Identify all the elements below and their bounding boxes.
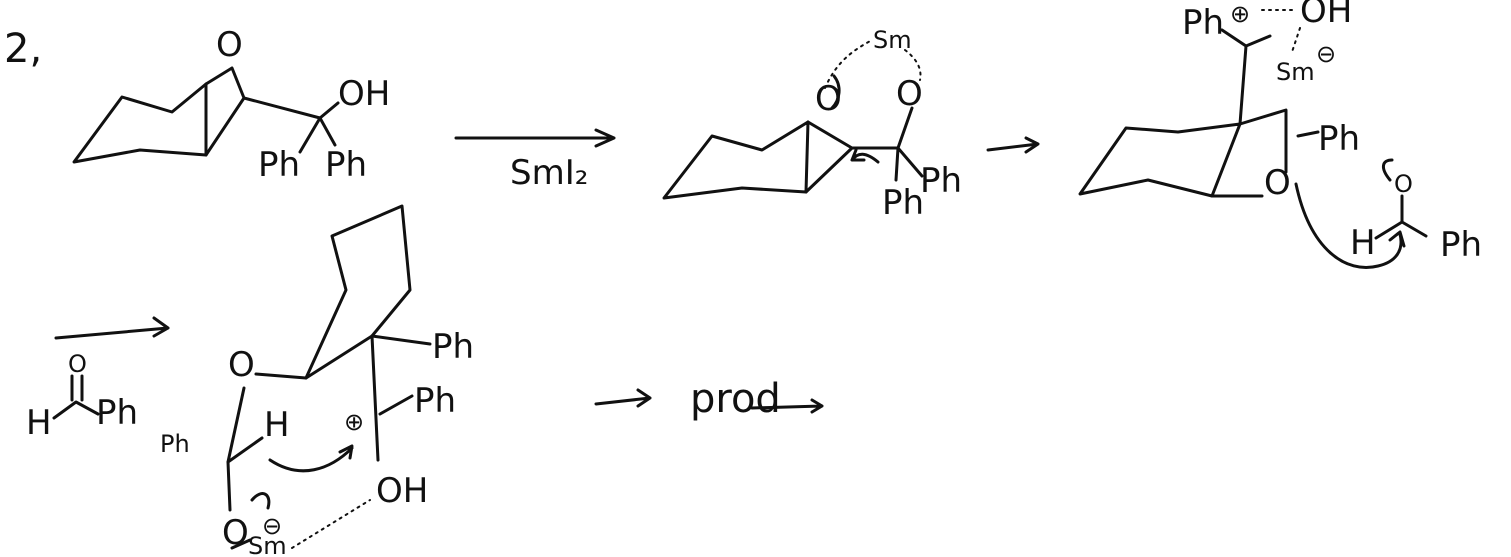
phenyl-label-3: Ph bbox=[1318, 119, 1360, 159]
reaction-arrow-3 bbox=[54, 316, 170, 340]
reaction-arrow-smi2: SmI₂ bbox=[454, 128, 616, 193]
ring-oxygen-label-4: O bbox=[228, 345, 255, 385]
negative-charge-3: ⊖ bbox=[1316, 40, 1336, 68]
o-sm-bond-4 bbox=[230, 538, 252, 550]
migrating-h-label: H bbox=[264, 405, 290, 445]
bonds-to-phenyl-1 bbox=[298, 116, 337, 154]
ring-oxygen-label-3: O bbox=[1264, 163, 1291, 203]
chelate-intermediate: O O Sm Ph Ph bbox=[662, 26, 962, 223]
phenyl-label-3top: Ph bbox=[1182, 3, 1224, 43]
step-number: 2, bbox=[4, 26, 42, 72]
cation-carbon-bonds-3 bbox=[1220, 28, 1272, 126]
aldehyde-bonds-3 bbox=[1374, 194, 1428, 240]
sm-coordination-2 bbox=[824, 39, 922, 89]
epoxide-bonds-1 bbox=[204, 66, 322, 157]
epoxide-oxygen-label: O bbox=[216, 25, 243, 65]
reaction-arrow-4 bbox=[594, 388, 652, 408]
product: prod bbox=[690, 376, 824, 422]
samarium-label-3: Sm bbox=[1276, 58, 1315, 86]
positive-charge-3: ⊕ bbox=[1230, 0, 1250, 28]
cyclohexane-ring-2 bbox=[662, 120, 810, 200]
arrow-line-1 bbox=[454, 128, 616, 148]
bond-to-phenyl-4a bbox=[370, 334, 432, 346]
phenyl-label-3c: Ph bbox=[1440, 225, 1482, 265]
phenyl-label-1b: Ph bbox=[325, 145, 367, 185]
sm-oh-coordination-4 bbox=[291, 499, 371, 549]
oh-sm-coordination-3 bbox=[1261, 9, 1301, 53]
bond-to-alkoxide-2 bbox=[896, 106, 914, 150]
phenyl-label-2b: Ph bbox=[882, 183, 924, 223]
hydroxyl-label-4: OH bbox=[376, 471, 428, 511]
eight-membered-ring bbox=[304, 204, 412, 380]
bond-to-phenyl-4b bbox=[378, 394, 414, 416]
aldehyde-oxygen-label-3: O bbox=[1394, 170, 1413, 198]
product-underline-arrow bbox=[750, 398, 824, 414]
cyclohexane-ring-3 bbox=[1078, 122, 1242, 198]
benzaldehyde-h-label: H bbox=[26, 403, 52, 443]
benzaldehyde-bonds bbox=[52, 374, 100, 420]
samarium-label-4: Sm bbox=[248, 532, 287, 557]
curved-arrow-3b bbox=[1382, 158, 1394, 182]
hydroxyl-label-1: OH bbox=[338, 74, 390, 114]
product-label: prod bbox=[690, 376, 781, 422]
ring-expanded-intermediate: O Ph ⊕ Ph OH Ph H O Sm ⊖ bbox=[160, 204, 474, 557]
cyclohexane-ring-1 bbox=[72, 82, 208, 164]
phenyl-label-2a: Ph bbox=[920, 161, 962, 201]
hydroxyl-label-3: OH bbox=[1300, 0, 1352, 31]
ring-bonds-3 bbox=[1210, 108, 1288, 198]
benzaldehyde-phenyl-label: Ph bbox=[96, 393, 138, 433]
ring-substituent-bonds bbox=[254, 334, 380, 462]
aldehyde-h-label-3: H bbox=[1350, 223, 1376, 263]
curved-arrow-2b bbox=[850, 148, 880, 164]
benzaldehyde-oxygen-label: O bbox=[68, 350, 87, 378]
epoxide-bonds-2 bbox=[804, 120, 900, 194]
curved-arrow-3 bbox=[1294, 182, 1406, 269]
curved-arrow-4 bbox=[250, 492, 271, 510]
phenyl-label-4b: Ph bbox=[414, 381, 456, 421]
phenyl-label-4c: Ph bbox=[160, 430, 190, 458]
negative-charge-4: ⊖ bbox=[262, 512, 282, 540]
hydride-shift-arrow bbox=[268, 444, 354, 473]
starting-material: O OH Ph Ph bbox=[72, 25, 390, 185]
carbocation-intermediate: Ph ⊕ OH Sm ⊖ O Ph H O Ph bbox=[1078, 0, 1482, 269]
benzaldehyde: H O Ph bbox=[26, 350, 138, 443]
curved-arrow-2a bbox=[830, 74, 841, 110]
reaction-arrow-2 bbox=[986, 136, 1040, 154]
phenyl-label-1a: Ph bbox=[258, 145, 300, 185]
bonds-to-phenyl-2 bbox=[894, 146, 924, 182]
bond-to-phenyl-3 bbox=[1296, 130, 1320, 138]
acetal-carbon-bonds bbox=[226, 386, 264, 512]
bond-to-oh-1 bbox=[318, 101, 340, 120]
positive-charge-4: ⊕ bbox=[344, 408, 364, 436]
phenyl-label-4a: Ph bbox=[432, 327, 474, 367]
reagent-label: SmI₂ bbox=[510, 153, 588, 193]
alkoxide-oxygen-label-2: O bbox=[896, 74, 923, 114]
